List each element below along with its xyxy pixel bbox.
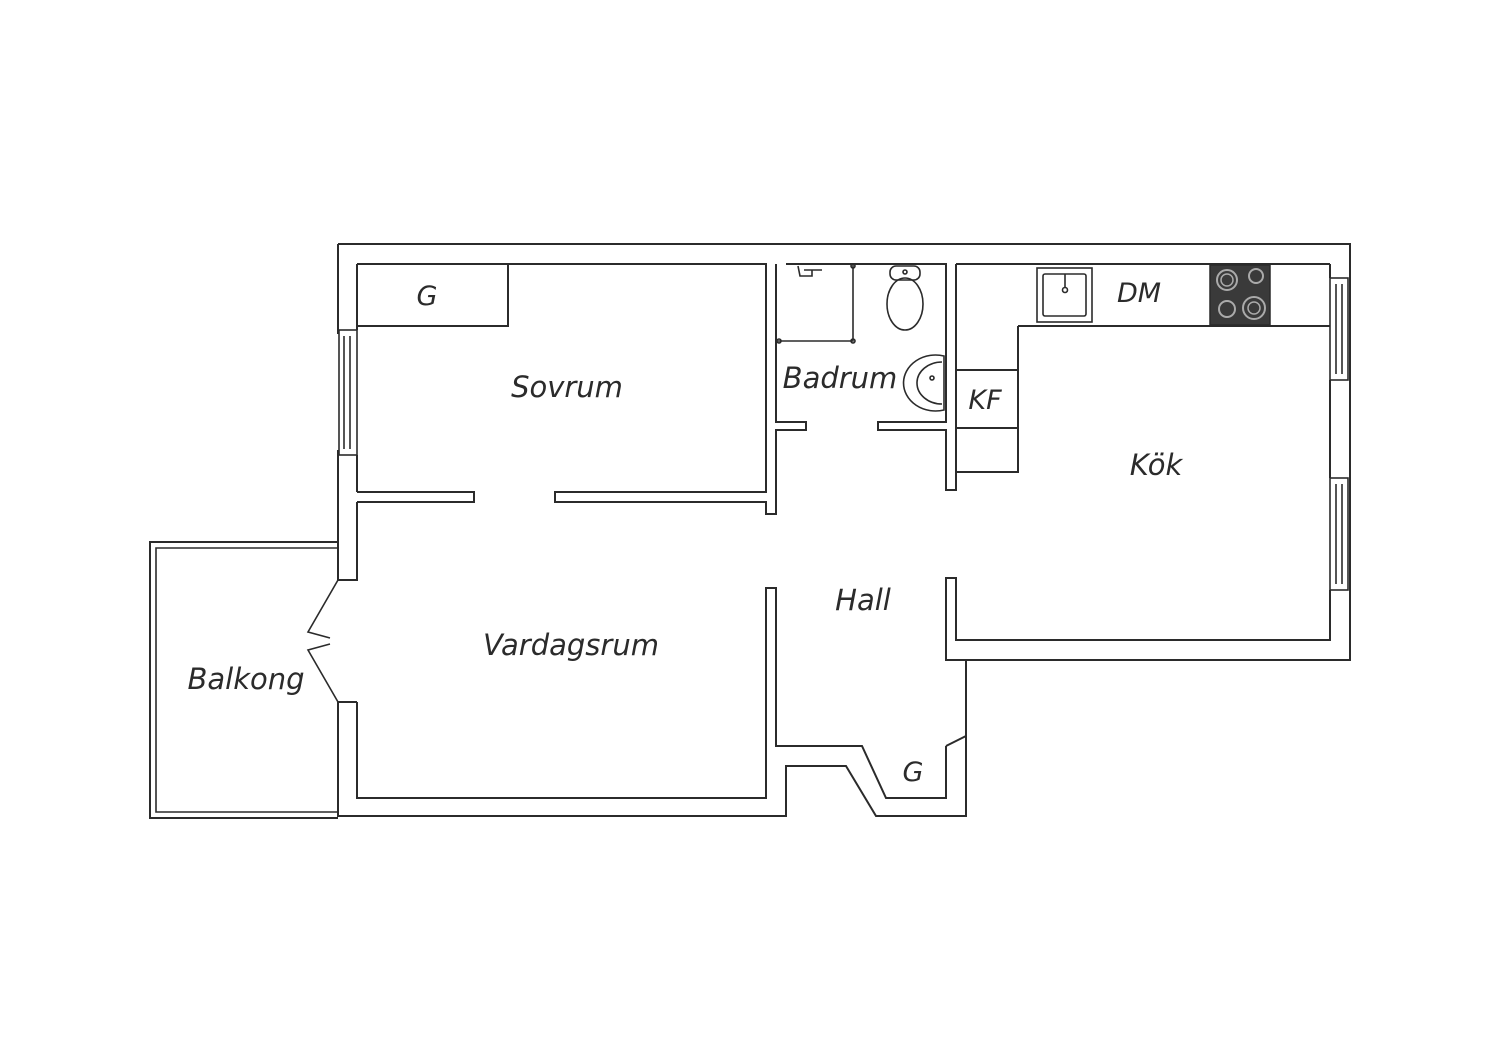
hob bbox=[1209, 264, 1271, 326]
balcony-door bbox=[306, 579, 339, 703]
kok-window-top bbox=[1329, 277, 1349, 381]
badrum-label: Badrum bbox=[783, 361, 898, 395]
vardagsrum-label: Vardagsrum bbox=[483, 628, 659, 662]
kok-room bbox=[956, 263, 1330, 473]
garderob-sovrum-label: G bbox=[417, 281, 438, 312]
sovrum-window bbox=[338, 329, 358, 456]
sovrum-label: Sovrum bbox=[511, 370, 623, 404]
kok-window-bottom bbox=[1329, 477, 1349, 591]
kyl-frys-label: KF bbox=[968, 385, 1002, 416]
kok-label: Kök bbox=[1130, 448, 1184, 482]
garderob-hall-label: G bbox=[903, 757, 924, 788]
diskmaskin-label: DM bbox=[1117, 278, 1161, 309]
balkong-label: Balkong bbox=[187, 662, 304, 696]
hall-label: Hall bbox=[835, 583, 891, 617]
badrum-room bbox=[776, 263, 957, 491]
balkong bbox=[149, 541, 338, 819]
exterior-walls bbox=[337, 243, 1351, 817]
sovrum-room bbox=[357, 263, 807, 515]
